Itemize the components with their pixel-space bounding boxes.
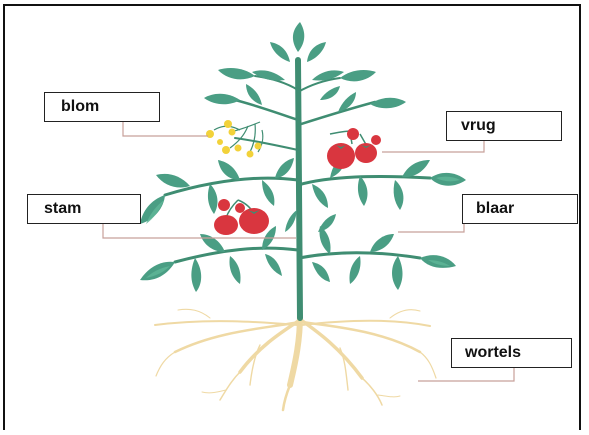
label-leaf: blaar — [462, 194, 578, 224]
leader-line-blaar — [398, 224, 464, 232]
label-roots: wortels — [451, 338, 572, 368]
label-stem: stam — [27, 194, 141, 224]
leaves — [140, 22, 466, 292]
roots — [155, 309, 436, 410]
label-flower: blom — [44, 92, 160, 122]
leaf-highlights — [146, 177, 460, 278]
leader-line-vrug — [382, 141, 484, 152]
leader-line-blom — [123, 122, 208, 136]
label-fruit: vrug — [446, 111, 562, 141]
